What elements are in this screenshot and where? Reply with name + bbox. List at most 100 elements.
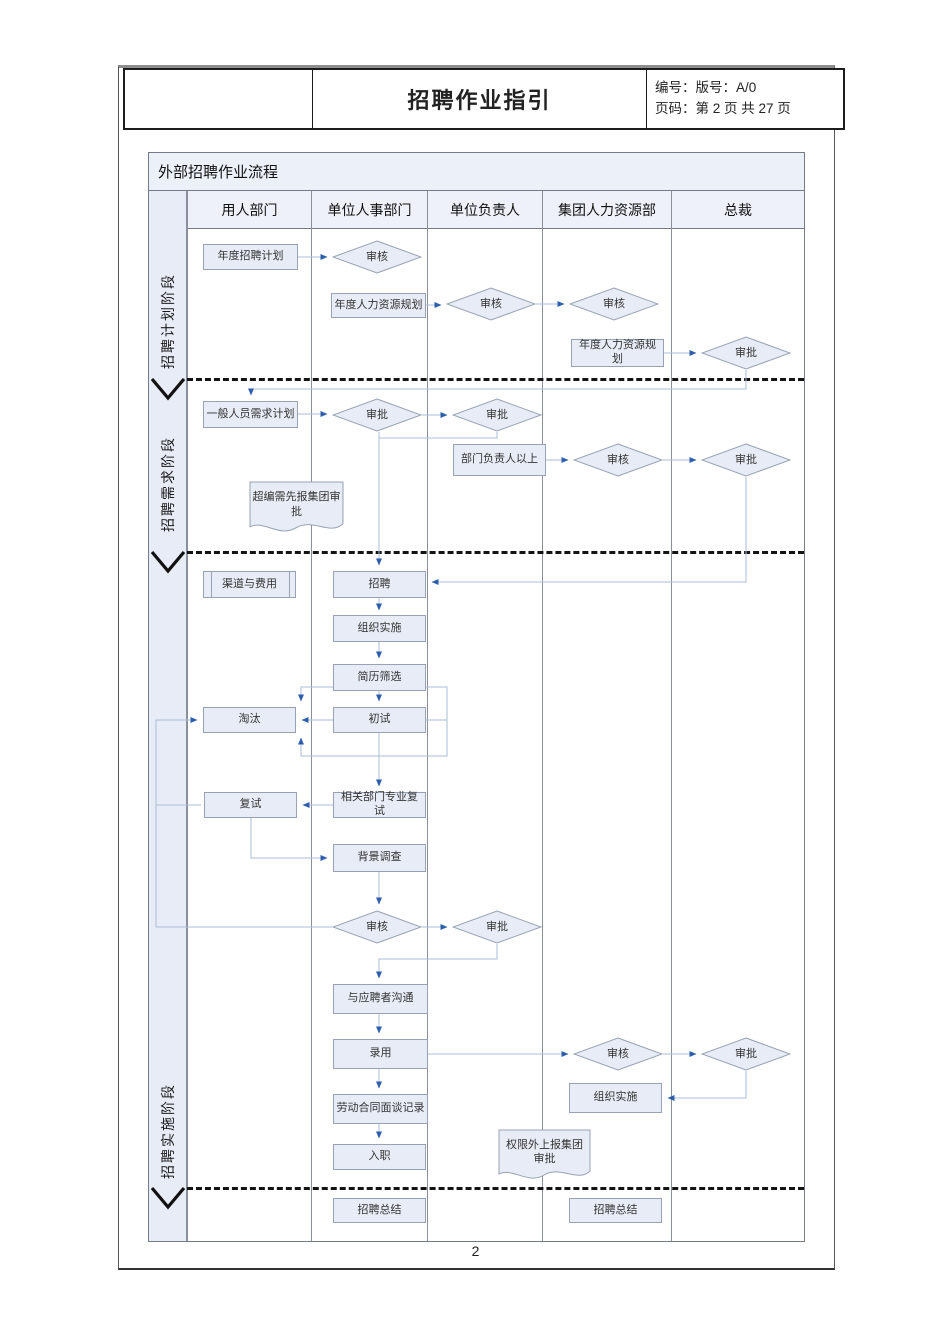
flow-node-onboarding: 入职 <box>333 1144 426 1170</box>
flow-node-second-interview: 复试 <box>204 792 297 818</box>
flow-node-approve-demand-leader: 审批 <box>452 398 542 432</box>
decision-diamond-shape <box>332 910 422 944</box>
decision-diamond-shape <box>446 287 536 321</box>
flow-node-approve-hire-president: 审批 <box>701 1037 791 1071</box>
lane-border <box>671 191 672 1241</box>
flow-node-label: 超编需先报集团审批 <box>252 491 341 518</box>
chevron-down-icon <box>150 1186 186 1210</box>
phase-chevron <box>149 550 187 576</box>
flow-connector <box>667 1071 747 1101</box>
flowchart-title: 外部招聘作业流程 <box>149 153 804 191</box>
flow-node-approve-demand-president: 审批 <box>701 443 791 477</box>
flow-node-annual-recruiting-plan: 年度招聘计划 <box>203 244 298 270</box>
predefined-side-bar <box>211 572 212 597</box>
flow-node-label: 审核 <box>480 297 502 310</box>
flow-connector <box>250 818 328 861</box>
flow-node-review-hr-plan-leader: 审核 <box>446 287 536 321</box>
decision-diamond-shape <box>701 336 791 370</box>
logo-cell <box>125 70 313 128</box>
decision-diamond-shape <box>332 398 422 432</box>
flow-node-over-headcount-note: 超编需先报集团审批 <box>249 481 344 537</box>
flow-connector <box>431 477 747 585</box>
flow-node-label: 审批 <box>486 920 508 933</box>
flow-node-hire: 录用 <box>333 1039 428 1069</box>
phase-chevron <box>149 377 187 403</box>
flow-node-labor-contract-interview-record: 劳动合同面谈记录 <box>333 1094 428 1124</box>
chevron-down-icon <box>150 377 186 401</box>
chevron-down-icon <box>150 550 186 574</box>
decision-diamond-shape <box>569 287 659 321</box>
flowchart: 外部招聘作业流程 用人部门单位人事部门单位负责人集团人力资源部总裁招聘计划阶段招… <box>148 152 805 1242</box>
flow-node-general-staff-demand-plan: 一般人员需求计划 <box>203 401 298 428</box>
flow-node-label: 审批 <box>735 1047 757 1060</box>
flow-node-annual-hr-plan-unit: 年度人力资源规划 <box>331 293 426 318</box>
phase-label-3: 招聘实施阶段 <box>160 1083 176 1179</box>
lane-header-4: 集团人力资源部 <box>542 191 671 229</box>
lane-border <box>427 191 428 1241</box>
flow-node-recruit-summary-group: 招聘总结 <box>569 1198 662 1223</box>
lane-border <box>187 191 188 1241</box>
lane-border <box>311 191 312 1241</box>
flow-node-label: 审批 <box>486 408 508 421</box>
predefined-side-bar <box>289 572 290 597</box>
footer-page-number: 2 <box>471 1243 480 1259</box>
flow-connector <box>379 432 498 439</box>
lane-border <box>542 191 543 1241</box>
flow-node-label: 审核 <box>607 1047 629 1060</box>
phase-label-2: 招聘需求阶段 <box>160 436 176 532</box>
flow-node-recruit-summary-unit: 招聘总结 <box>333 1198 426 1223</box>
document-shape <box>498 1129 591 1179</box>
flow-node-review-hire-group: 审核 <box>573 1037 663 1071</box>
flow-node-organize-implement-unit: 组织实施 <box>333 615 426 642</box>
decision-diamond-shape <box>452 910 542 944</box>
flow-node-label: 权限外上报集团审批 <box>506 1138 583 1165</box>
phase-separator <box>187 1187 804 1190</box>
lane-header-2: 单位人事部门 <box>311 191 427 229</box>
lane-header-3: 单位负责人 <box>427 191 542 229</box>
flow-node-approve-demand-hr: 审批 <box>332 398 422 432</box>
flow-node-background-check: 背景调查 <box>333 844 426 872</box>
phase-bar <box>149 191 187 1241</box>
document-info-cell: 编号：版号：A/0 页码：第 2 页 共 27 页 <box>647 70 843 128</box>
flow-node-beyond-authority-note: 权限外上报集团审批 <box>498 1129 591 1184</box>
phase-separator <box>187 378 804 381</box>
flow-node-dept-head-or-above: 部门负责人以上 <box>453 444 546 476</box>
decision-diamond-shape <box>701 1037 791 1071</box>
flow-node-approve-president-plan: 审批 <box>701 336 791 370</box>
flow-node-label: 审核 <box>366 920 388 933</box>
flow-node-eliminate: 淘汰 <box>203 707 296 733</box>
lane-header-1: 用人部门 <box>187 191 311 229</box>
decision-diamond-shape <box>452 398 542 432</box>
flow-node-first-interview: 初试 <box>333 707 426 733</box>
flow-node-review-offer-hr: 审核 <box>332 910 422 944</box>
flow-node-review-demand-group: 审核 <box>573 443 663 477</box>
phase-label-1: 招聘计划阶段 <box>160 273 176 369</box>
flow-node-dept-professional-reinterview: 相关部门专业复试 <box>333 791 426 818</box>
phase-separator <box>187 551 804 554</box>
flow-node-recruiting: 招聘 <box>333 571 426 598</box>
flow-node-label: 审批 <box>735 453 757 466</box>
decision-diamond-shape <box>701 443 791 477</box>
flow-node-review-annual-plan: 审核 <box>332 240 422 274</box>
flow-node-label: 审核 <box>366 250 388 263</box>
document-page-line: 页码：第 2 页 共 27 页 <box>655 101 791 116</box>
flow-node-label: 审核 <box>603 297 625 310</box>
document-title: 招聘作业指引 <box>313 70 647 128</box>
flow-node-review-hr-plan-group: 审核 <box>569 287 659 321</box>
flow-node-annual-hr-plan-group: 年度人力资源规划 <box>571 339 664 367</box>
decision-diamond-shape <box>573 443 663 477</box>
decision-diamond-shape <box>573 1037 663 1071</box>
flow-node-communicate-with-candidate: 与应聘者沟通 <box>333 984 428 1014</box>
document-shape <box>249 481 344 532</box>
flow-node-organize-implement-group: 组织实施 <box>569 1083 662 1113</box>
flow-node-channels-and-costs: 渠道与费用 <box>203 571 296 598</box>
lane-header-5: 总裁 <box>671 191 804 229</box>
phase-chevron <box>149 1186 187 1212</box>
flow-node-approve-offer-leader: 审批 <box>452 910 542 944</box>
flow-node-label: 审批 <box>366 408 388 421</box>
document-header-table: 招聘作业指引 编号：版号：A/0 页码：第 2 页 共 27 页 <box>123 68 845 130</box>
flow-connector <box>376 944 498 979</box>
document-number-line: 编号：版号：A/0 <box>655 80 757 96</box>
flow-node-label: 审批 <box>735 346 757 359</box>
